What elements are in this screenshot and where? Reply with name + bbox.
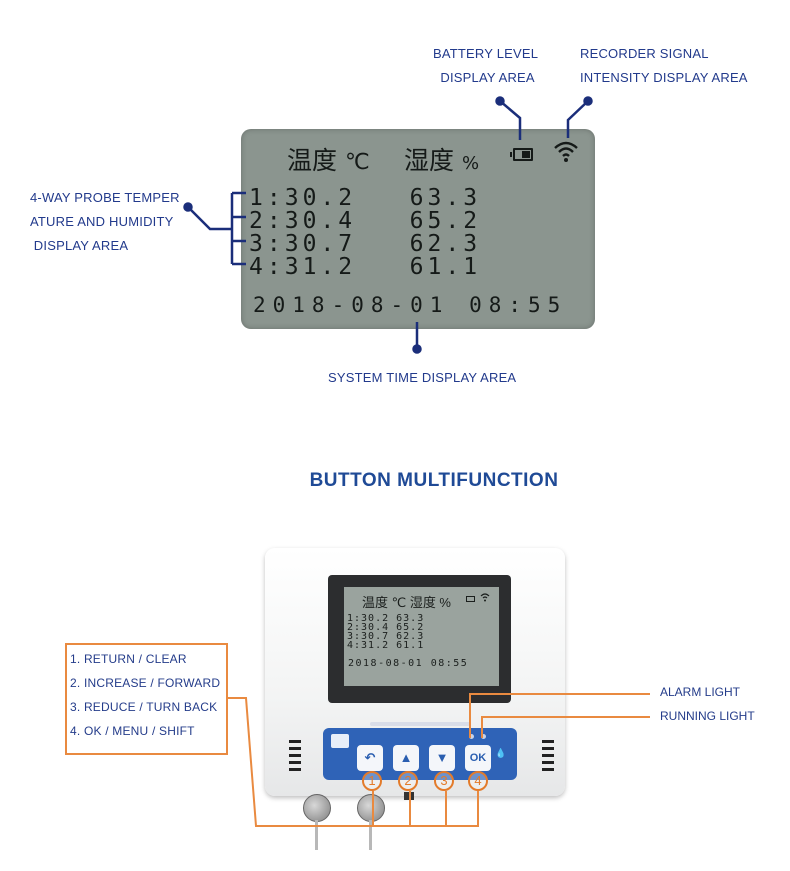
- vent-right: [542, 747, 554, 750]
- device-row-2: 2:30.4 65.2: [347, 622, 425, 633]
- device-screen: 温度 ℃ 湿度 % 1:30.2 63.3 2:30.4 65.2 3:30.7…: [344, 587, 499, 686]
- signal-icon: [554, 141, 578, 162]
- probe-row-2: 2:30.4 65.2: [249, 208, 482, 234]
- increase-forward-button[interactable]: ▲: [393, 745, 419, 771]
- vent-left: [289, 761, 301, 764]
- function-legend-box: [65, 643, 228, 755]
- button-panel: 💧: [323, 728, 517, 780]
- function-3: 3. REDUCE / TURN BACK: [70, 700, 218, 714]
- button-number-2: 2: [398, 771, 418, 791]
- vent-right: [542, 754, 554, 757]
- cable: [369, 820, 372, 850]
- up-arrow-icon: ▲: [399, 750, 413, 765]
- button-number-1: 1: [362, 771, 382, 791]
- vent-left: [289, 768, 301, 771]
- callout-lines: [183, 96, 593, 354]
- device-battery-icon: [466, 596, 475, 602]
- button-number-3: 3: [434, 771, 454, 791]
- alarm-light: [469, 734, 474, 739]
- alarm-light-label: ALARM LIGHT: [660, 685, 741, 699]
- device-row-3: 3:30.7 62.3: [347, 631, 425, 642]
- vent-right: [542, 768, 554, 771]
- drop-icon: 💧: [495, 748, 507, 758]
- function-2: 2. INCREASE / FORWARD: [70, 676, 221, 690]
- vent-left: [289, 747, 301, 750]
- humidity-header: 湿度 %: [404, 146, 480, 175]
- ok-menu-button[interactable]: OK: [465, 745, 491, 771]
- cable-gland-2: [357, 794, 385, 822]
- down-arrow-icon: ▼: [435, 750, 449, 765]
- battery-icon: [510, 148, 533, 161]
- brand-logo: [331, 734, 349, 748]
- signal-intensity-label: RECORDER SIGNAL INTENSITY DISPLAY AREA: [580, 46, 748, 85]
- device-row-1: 1:30.2 63.3: [347, 613, 425, 624]
- section-title: BUTTON MULTIFUNCTION: [309, 470, 559, 491]
- button-number-4: 4: [468, 771, 488, 791]
- temperature-header: 温度 ℃: [287, 146, 370, 175]
- panel-trim: [370, 722, 470, 726]
- probe-display-label: 4-WAY PROBE TEMPER ATURE AND HUMIDITY DI…: [30, 190, 180, 253]
- system-time: 2018-08-01 08:55: [253, 293, 568, 317]
- device-datetime: 2018-08-01 08:55: [348, 658, 469, 669]
- cable-gland-1: [303, 794, 331, 822]
- running-light: [481, 734, 486, 739]
- reduce-back-button[interactable]: ▼: [429, 745, 455, 771]
- vent-right: [542, 761, 554, 764]
- system-time-label: SYSTEM TIME DISPLAY AREA: [328, 370, 517, 385]
- device-row-4: 4:31.2 61.1: [347, 640, 425, 651]
- device-screen-header: 温度 ℃ 湿度 %: [362, 595, 451, 610]
- function-4: 4. OK / MENU / SHIFT: [70, 724, 195, 738]
- battery-level-label: BATTERY LEVEL DISPLAY AREA: [433, 46, 539, 85]
- vent-right: [542, 740, 554, 743]
- running-light-label: RUNNING LIGHT: [660, 709, 755, 723]
- return-icon: ↶: [364, 750, 376, 765]
- vent-left: [289, 740, 301, 743]
- cable: [315, 820, 318, 850]
- return-clear-button[interactable]: ↶: [357, 745, 383, 771]
- probe-row-1: 1:30.2 63.3: [249, 185, 482, 211]
- lcd-display: 温度 ℃ 湿度 % 1:30.2 63.3 2:30.4 65.2 3:30.7…: [241, 129, 595, 329]
- function-1: 1. RETURN / CLEAR: [70, 652, 187, 666]
- probe-row-3: 3:30.7 62.3: [249, 231, 482, 257]
- vent-left: [289, 754, 301, 757]
- probe-row-4: 4:31.2 61.1: [249, 254, 482, 280]
- device-signal-icon: [480, 593, 490, 602]
